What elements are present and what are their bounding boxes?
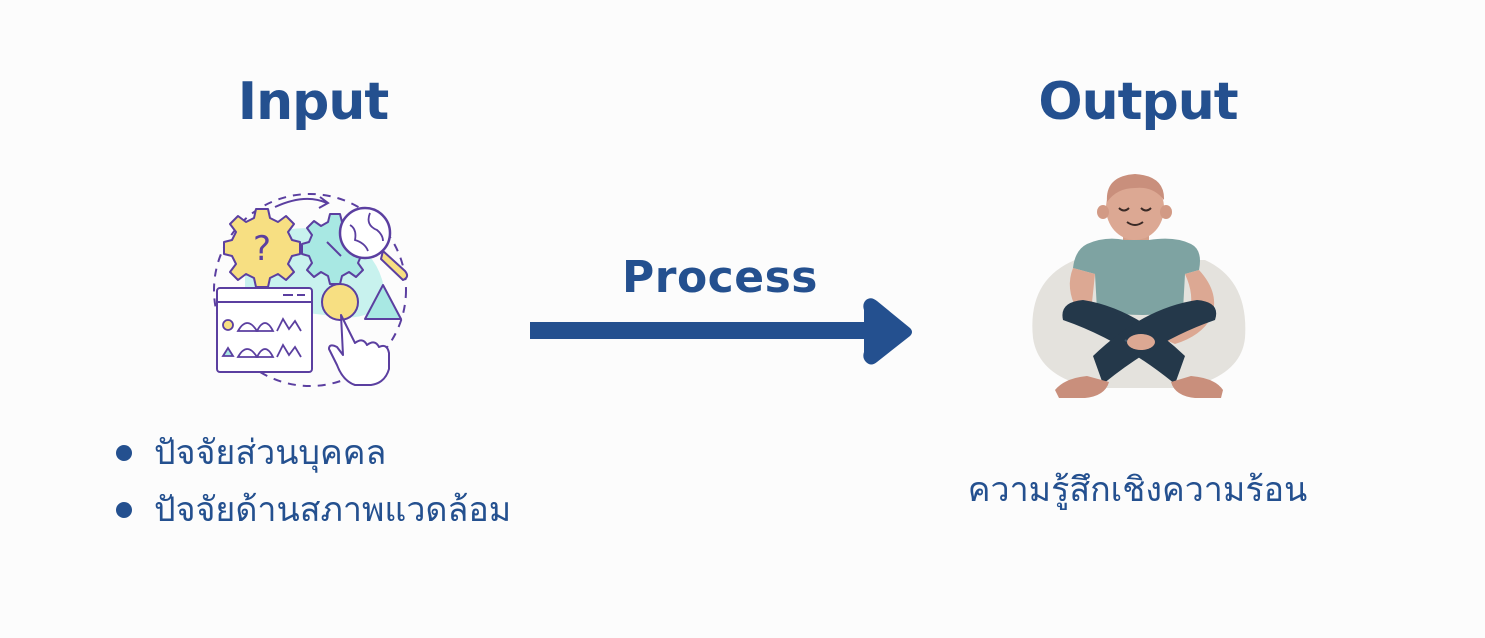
process-label: Process [622,252,818,303]
list-item-label: ปัจจัยส่วนบุคคล [154,433,387,473]
svg-text:?: ? [253,229,271,269]
input-factor-list: ปัจจัยส่วนบุคคล ปัจจัยด้านสภาพแวดล้อม [112,425,511,539]
output-title: Output [1038,72,1238,132]
bullet-icon [116,502,132,518]
output-description: ความรู้สึกเชิงความร้อน [967,470,1308,510]
right-arrow-icon [528,296,916,372]
list-item: ปัจจัยด้านสภาพแวดล้อม [112,482,511,539]
bullet-icon [116,445,132,461]
input-title: Input [237,72,389,132]
list-item-label: ปัจจัยด้านสภาพแวดล้อม [154,490,512,530]
data-analysis-icon: ? [205,185,420,399]
meditating-person-icon [1025,170,1253,410]
list-item: ปัจจัยส่วนบุคคล [112,425,511,482]
